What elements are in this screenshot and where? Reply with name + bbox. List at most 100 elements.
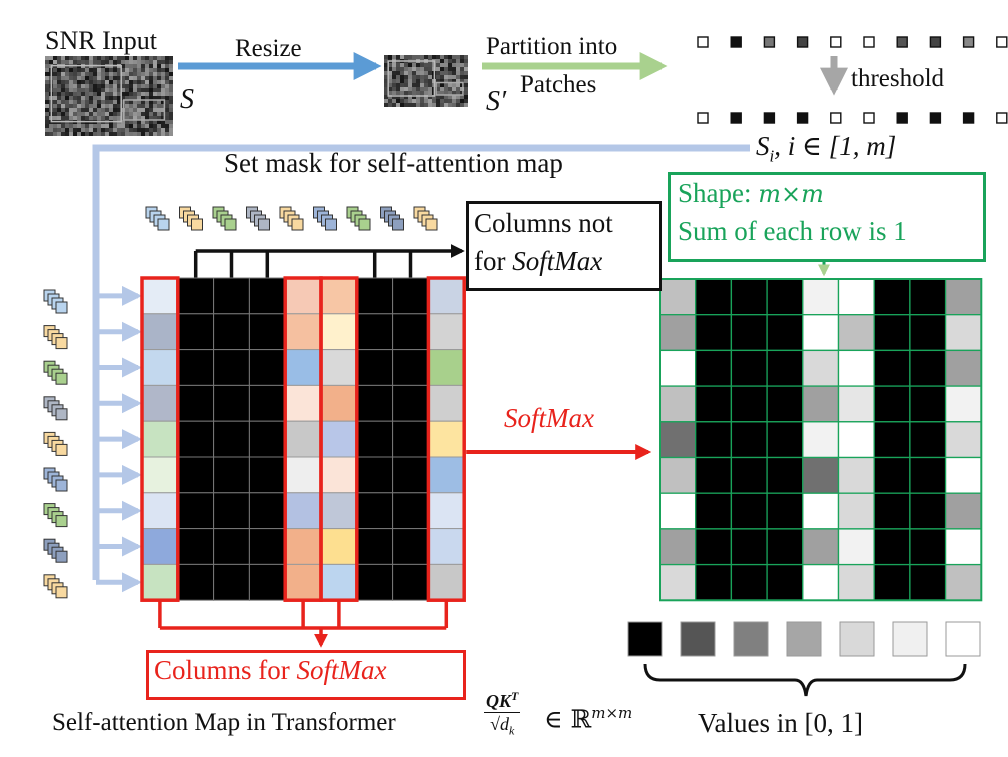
attention-cell: [284, 277, 322, 315]
resize-label: Resize: [235, 35, 302, 62]
attention-cell: [248, 456, 286, 494]
softmax-cell: [944, 421, 982, 459]
softmax-cell: [659, 492, 697, 530]
mask-feedback-line: [92, 144, 750, 580]
attention-cell: [213, 313, 250, 351]
softmax-cell: [909, 385, 947, 423]
attention-cell: [141, 349, 179, 386]
softmax-cell: [837, 314, 875, 352]
softmax-cell: [909, 421, 947, 459]
softmax-cell: [909, 528, 947, 566]
attention-cell: [213, 277, 250, 315]
attention-cell: [141, 420, 179, 458]
attention-cell: [213, 349, 250, 386]
softmax-cell: [730, 563, 768, 601]
attention-cell: [392, 528, 429, 565]
token-stack-left: [43, 574, 68, 599]
attention-cell: [284, 563, 322, 601]
softmax-column-outline: [319, 276, 359, 602]
attention-cell: [427, 349, 465, 386]
attention-cell: [427, 456, 465, 494]
attention-cell: [320, 456, 358, 494]
patch-square: [896, 112, 908, 124]
token-stack-left: [43, 289, 68, 314]
softmax-cell: [695, 456, 733, 494]
softmax-column-outline: [140, 276, 180, 602]
token-stack-left: [43, 503, 68, 528]
partition-label-2: Patches: [520, 71, 597, 98]
attention-cell: [177, 277, 215, 315]
softmax-cell: [802, 492, 840, 530]
attention-cell: [320, 313, 358, 351]
softmax-map: [659, 278, 983, 602]
attention-cell: [213, 492, 250, 530]
attention-cell: [284, 456, 322, 494]
attention-cell: [248, 563, 286, 601]
softmax-cell: [837, 349, 875, 387]
softmax-cell: [730, 528, 768, 566]
token-stack-top: [380, 206, 404, 231]
attention-cell: [248, 492, 286, 530]
cols-for-label: Columns for SoftMax: [154, 655, 387, 685]
softmax-cell: [766, 349, 804, 387]
softmax-cell: [802, 456, 840, 494]
softmax-cell: [909, 349, 947, 387]
sum-row-label: Sum of each row is 1: [678, 216, 907, 246]
attention-cell: [213, 420, 250, 458]
token-stack-left: [43, 538, 68, 563]
s-prime-label: S′: [486, 86, 507, 117]
softmax-cell: [659, 456, 697, 494]
shape-label: Shape: m×m: [678, 178, 824, 208]
softmax-cell: [802, 314, 840, 352]
softmax-cell: [873, 456, 911, 494]
softmax-cell: [873, 349, 911, 387]
attention-cell: [320, 277, 358, 315]
attention-cell: [356, 277, 394, 315]
attention-cell: [213, 384, 250, 422]
patch-square: [763, 36, 776, 48]
si-label: Si, i ∈ [1, m]: [756, 131, 897, 166]
legend-brace: [643, 663, 967, 697]
attention-cell: [320, 420, 358, 458]
attention-cell: [248, 313, 286, 351]
softmax-cell: [873, 563, 911, 601]
softmax-cell: [837, 421, 875, 459]
patch-square: [929, 36, 942, 48]
patch-square: [962, 36, 975, 48]
token-stack-top: [179, 206, 203, 231]
attention-cell: [177, 349, 215, 386]
legend-swatch: [945, 621, 981, 657]
patch-square: [830, 36, 842, 48]
legend-swatch: [733, 621, 769, 657]
attention-cell: [248, 384, 286, 422]
patch-square: [763, 112, 776, 124]
attention-cell: [356, 384, 394, 422]
token-stack-top: [279, 206, 304, 231]
formula-rest: ∈ ℝm×m: [544, 704, 633, 734]
patch-square: [962, 112, 975, 124]
softmax-cell: [837, 563, 875, 601]
softmax-cell: [695, 314, 733, 352]
attention-cell: [248, 277, 286, 315]
attention-cell: [284, 492, 322, 530]
softmax-cell: [944, 528, 982, 566]
attention-cell: [356, 528, 394, 565]
attention-cell: [356, 456, 394, 494]
attention-cell: [320, 492, 358, 530]
patch-square: [730, 112, 742, 124]
attention-cell: [356, 313, 394, 351]
softmax-cell: [659, 528, 697, 566]
softmax-cell: [766, 528, 804, 566]
token-stack-top: [212, 206, 237, 231]
attention-cell: [284, 420, 322, 458]
patch-square: [697, 112, 709, 124]
attention-cell: [356, 563, 394, 601]
softmax-cell: [695, 385, 733, 423]
softmax-cell: [659, 314, 697, 352]
softmax-cell: [873, 385, 911, 423]
attention-cell: [427, 563, 465, 601]
softmax-cell: [766, 563, 804, 601]
softmax-cell: [873, 314, 911, 352]
attention-cell: [141, 456, 179, 494]
softmax-cell: [695, 528, 733, 566]
